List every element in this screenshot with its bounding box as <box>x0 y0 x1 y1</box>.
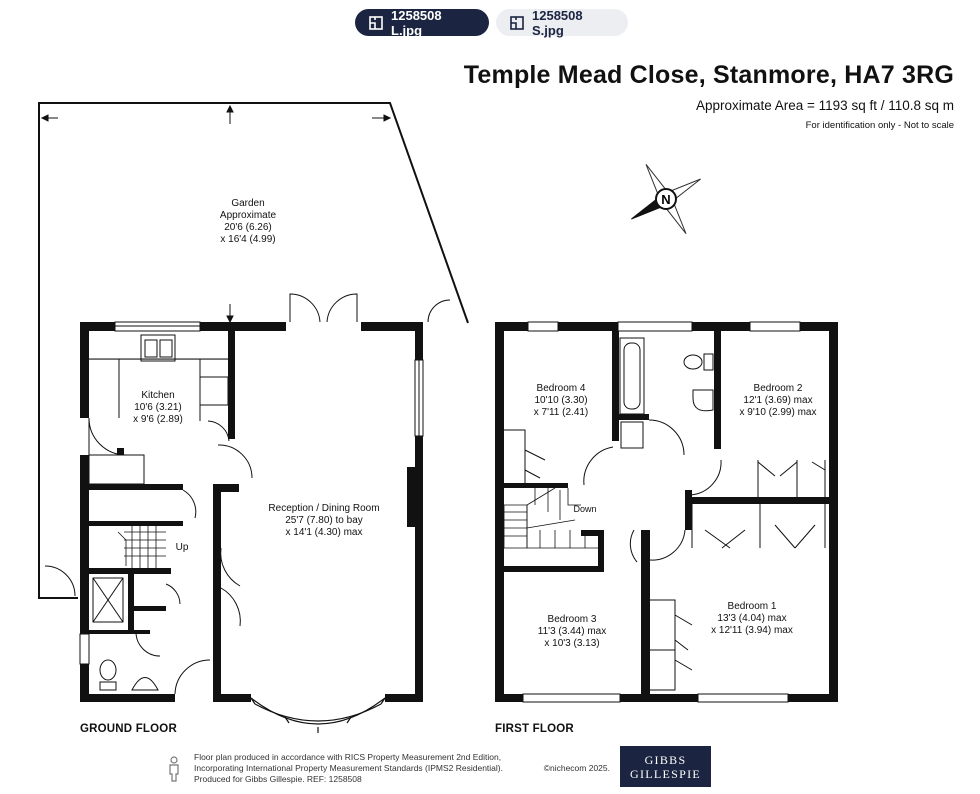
first-floor-windows <box>522 321 801 703</box>
identification-note: For identification only - Not to scale <box>805 120 954 131</box>
first-floor-walls <box>495 322 838 702</box>
ground-stairs <box>117 526 166 568</box>
garden-outline <box>38 102 469 599</box>
first-floor-stairs <box>503 487 598 549</box>
ground-floor-windows <box>79 321 424 665</box>
stairs-up-label: Up <box>175 542 189 553</box>
floorplan-icon <box>369 15 383 30</box>
ground-floor-doors <box>44 417 253 695</box>
kitchen-fittings <box>88 334 229 485</box>
ground-floor-label: GROUND FLOOR <box>80 723 177 735</box>
approximate-area: Approximate Area = 1193 sq ft / 110.8 sq… <box>695 98 954 113</box>
agent-logo: GIBBS GILLESPIE <box>620 746 711 787</box>
image-tabs: 1258508 L.jpg 1258508 S.jpg <box>0 7 980 38</box>
cloakroom-fittings <box>92 577 159 691</box>
stairs-down-label: Down <box>573 504 597 514</box>
bay-window <box>250 697 386 733</box>
bathroom-fittings <box>619 337 714 449</box>
tab-small-image[interactable]: 1258508 S.jpg <box>496 7 628 38</box>
compass-icon: N <box>631 164 701 234</box>
tab-large-image[interactable]: 1258508 L.jpg <box>355 7 489 38</box>
floorplan-icon <box>510 15 524 30</box>
french-doors <box>289 293 451 323</box>
svg-text:N: N <box>661 192 670 207</box>
property-title: Temple Mead Close, Stanmore, HA7 3RG <box>463 61 954 89</box>
wardrobes <box>504 429 826 691</box>
first-floor-label: FIRST FLOOR <box>495 723 574 735</box>
ground-floor-walls <box>80 322 423 702</box>
tab-label: 1258508 L.jpg <box>391 7 442 38</box>
copyright: ©nichecom 2025. <box>543 763 610 773</box>
footer-disclaimer: Floor plan produced in accordance with R… <box>194 752 610 784</box>
person-icon <box>169 756 179 782</box>
tab-label: 1258508 S.jpg <box>532 7 583 38</box>
garden-dimension-arrows <box>40 104 392 324</box>
first-floor-doors <box>583 419 722 563</box>
